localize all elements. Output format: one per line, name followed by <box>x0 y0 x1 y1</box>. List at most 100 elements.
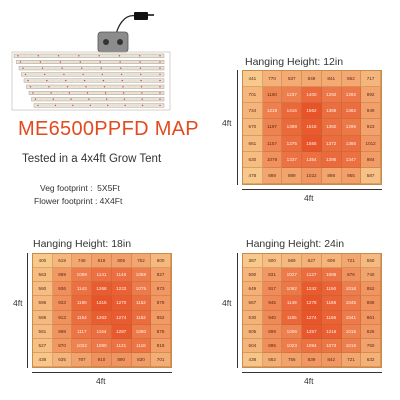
ppfd-cell: 1263 <box>92 310 112 325</box>
ppfd-cell: 1012 <box>361 135 381 152</box>
ppfd-cell: 933 <box>52 296 73 311</box>
led-diode <box>153 79 155 82</box>
led-diode <box>122 86 124 88</box>
light-bar <box>13 53 165 58</box>
flower-footprint-text: Flower footprint : 4X4Ft <box>34 196 123 206</box>
ppfd-cell: 701 <box>151 352 171 367</box>
ppfd-cell: 899 <box>282 167 303 184</box>
led-diode <box>133 67 135 69</box>
ppfd-cell: 632 <box>361 352 381 367</box>
led-diode <box>46 79 48 82</box>
led-diode <box>159 55 161 57</box>
ppfd-cell: 438 <box>33 352 53 367</box>
ppfd-cell: 1372 <box>321 135 342 152</box>
map-18in-bottom-label: 4ft <box>96 376 106 386</box>
led-diode <box>119 61 121 63</box>
ppfd-cell: 1237 <box>282 87 303 104</box>
led-diode <box>115 79 117 82</box>
ppfd-cell: 861 <box>361 310 381 325</box>
led-diode <box>79 61 81 63</box>
ppfd-cell: 913 <box>52 310 73 325</box>
led-diode <box>91 86 93 88</box>
ppfd-cell: 1141 <box>92 268 112 283</box>
led-diode <box>90 79 92 82</box>
ppfd-cell: 1366 <box>341 135 362 152</box>
led-diode <box>72 86 75 88</box>
ppfd-cell: 949 <box>361 103 381 120</box>
led-diode <box>152 67 155 69</box>
ppfd-cell: 1268 <box>92 282 112 297</box>
led-diode <box>145 55 148 57</box>
ppfd-cell: 721 <box>341 254 362 269</box>
ppfd-cell: 1165 <box>282 310 303 325</box>
led-diode <box>46 98 49 100</box>
led-diode <box>57 55 60 57</box>
ppfd-cell: 1080 <box>131 324 152 339</box>
ppfd-cell: 527 <box>33 338 53 353</box>
ppfd-cell: 550 <box>361 254 381 269</box>
led-diode <box>37 104 39 107</box>
ppfd-cell: 1015 <box>341 324 362 339</box>
led-diode <box>44 92 46 94</box>
ppfd-cell: 1292 <box>321 87 342 104</box>
led-diode <box>58 79 61 82</box>
ppfd-cell: 879 <box>151 296 171 311</box>
led-diode <box>134 79 136 82</box>
led-diode <box>153 86 155 88</box>
led-diode <box>112 104 115 107</box>
ppfd-cell: 842 <box>321 352 342 367</box>
led-diode <box>83 79 86 82</box>
led-diode <box>76 98 78 100</box>
light-bar <box>31 97 165 102</box>
led-diode <box>60 104 62 107</box>
ppfd-cell: 1274 <box>302 310 322 325</box>
map-12in-bottom-arrow <box>242 189 382 190</box>
led-diode <box>82 73 84 76</box>
ppfd-cell: 1242 <box>302 282 322 297</box>
led-diode <box>126 61 128 63</box>
led-diode <box>39 61 42 63</box>
led-diode <box>31 73 33 76</box>
led-diode <box>147 98 149 100</box>
ppfd-cell: 1196 <box>321 310 342 325</box>
led-diode <box>110 92 113 94</box>
led-diode <box>43 104 45 107</box>
map-18in-title: Hanging Height: 18in <box>33 238 132 250</box>
light-bar <box>21 72 165 77</box>
ppfd-cell: 1415 <box>282 103 303 120</box>
ppfd-cell: 740 <box>361 268 381 283</box>
ppfd-cell: 561 <box>33 324 53 339</box>
map-24in-side-arrow <box>237 253 238 368</box>
ppfd-cell: 818 <box>151 338 171 353</box>
ppfd-cell: 1149 <box>282 296 303 311</box>
led-diode <box>98 55 100 57</box>
ppfd-cell: 1562 <box>302 103 322 120</box>
led-diode <box>44 55 46 57</box>
led-diode <box>79 86 81 88</box>
ppfd-cell: 868 <box>361 296 381 311</box>
ppfd-cell: 1337 <box>282 151 303 168</box>
led-diode <box>152 61 155 63</box>
led-diode <box>60 86 63 88</box>
ppfd-cell: 1197 <box>262 119 283 136</box>
led-diode <box>39 79 42 82</box>
ppfd-cell: 560 <box>33 282 53 297</box>
ppfd-cell: 910 <box>92 352 112 367</box>
ppfd-cell: 1118 <box>131 338 152 353</box>
ppfd-cell: 895 <box>262 338 283 353</box>
ppfd-cell: 734 <box>243 103 263 120</box>
ppfd-cell: 898 <box>52 324 73 339</box>
led-diode <box>147 104 150 107</box>
ppfd-cell: 1152 <box>131 296 152 311</box>
ppfd-cell: 652 <box>262 352 283 367</box>
led-diode <box>152 73 155 76</box>
led-diode <box>94 67 96 69</box>
map-24in-title: Hanging Height: 24in <box>246 238 345 250</box>
light-bar <box>28 90 165 95</box>
led-diode <box>109 79 111 82</box>
veg-footprint-text: Veg footprint : 5X5Ft <box>40 183 120 193</box>
ppfd-cell: 760 <box>361 338 381 353</box>
ppfd-cell: 1080 <box>92 338 112 353</box>
led-diode <box>139 55 141 57</box>
